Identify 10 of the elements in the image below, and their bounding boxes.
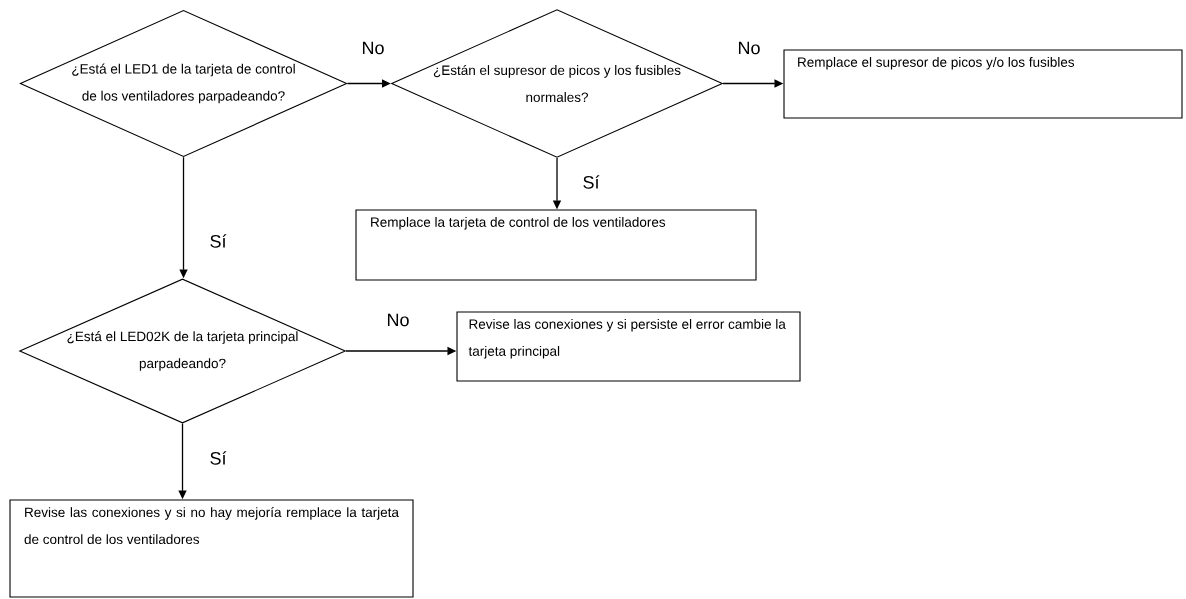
edge-label: No — [385, 312, 411, 328]
edge-label: Sí — [208, 450, 228, 466]
process-box: Remplace el supresor de picos y/o los fusibles — [783, 49, 1183, 119]
process-box: Revise las conexiones y si persiste el error cambie la tarjeta principal — [456, 311, 801, 382]
edge-label: Sí — [581, 174, 601, 190]
edge-label: No — [360, 40, 386, 56]
process-box: Revise las conexiones y si no hay mejoría remplace la tarjeta de control de los ventiladores — [9, 499, 414, 598]
edge-label: No — [736, 40, 762, 56]
edge-label: Sí — [208, 233, 228, 249]
process-box: Remplace la tarjeta de control de los ventiladores — [355, 209, 757, 281]
